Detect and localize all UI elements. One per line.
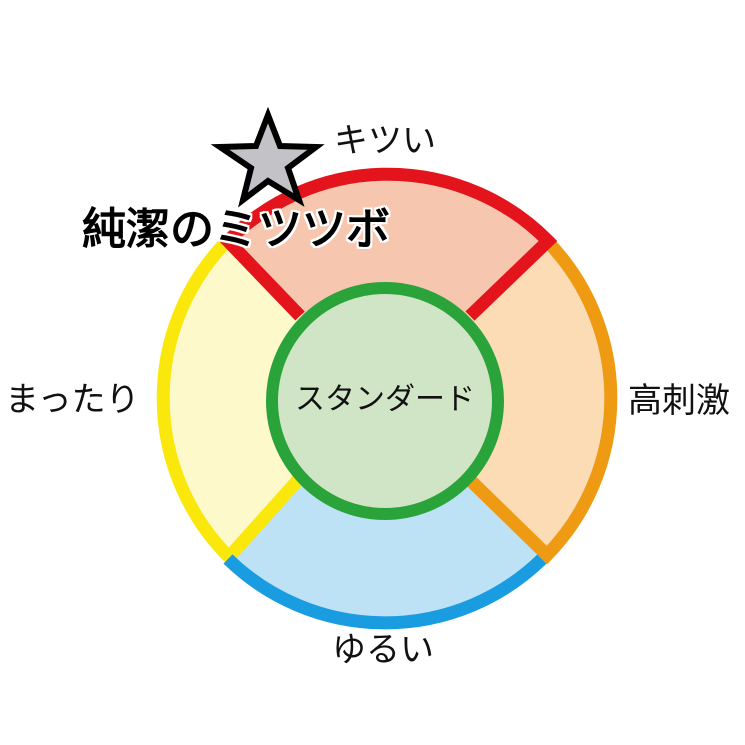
segment-top-outline <box>218 167 558 321</box>
label-right: 高刺激 <box>628 381 730 421</box>
segment-right-outline <box>465 236 618 565</box>
center-label: スタンダード <box>295 382 475 417</box>
segment-left-outline <box>156 234 303 567</box>
star-icon <box>210 106 325 208</box>
label-bottom: ゆるい <box>332 630 434 670</box>
segment-outlines <box>156 167 618 630</box>
label-left: まったり <box>5 380 140 420</box>
center-circle <box>266 282 504 520</box>
segment-bottom-outline <box>223 554 547 630</box>
diagram-title: 純潔のミツツボ <box>82 204 390 255</box>
label-top: キツい <box>334 121 436 161</box>
